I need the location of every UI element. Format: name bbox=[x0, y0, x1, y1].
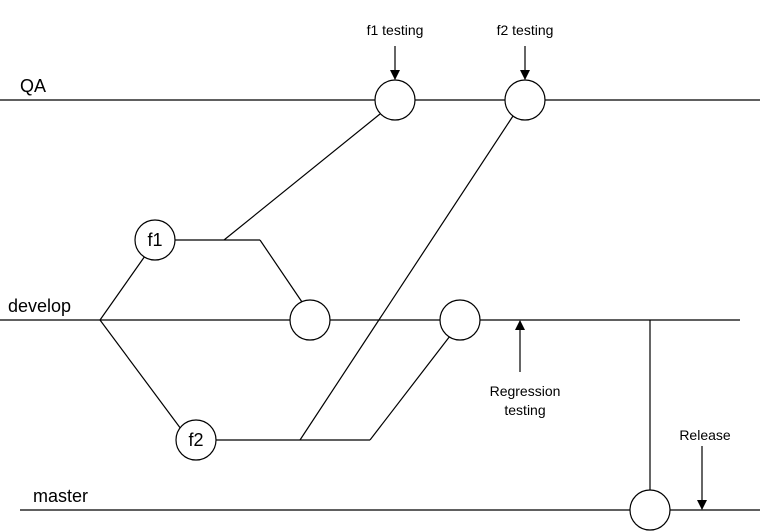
branch-develop-to-f2 bbox=[99, 319, 182, 430]
f2-merge-to-develop-edge bbox=[369, 335, 451, 441]
master-lane-label: master bbox=[33, 486, 88, 506]
master-node-release bbox=[629, 489, 671, 531]
develop-node-merge-f2 bbox=[439, 299, 481, 341]
f1-merge-to-develop-edge bbox=[259, 239, 303, 303]
qa-node-f1 bbox=[374, 79, 416, 121]
release-label: Release bbox=[679, 427, 731, 443]
develop-node-merge-f1 bbox=[289, 299, 331, 341]
develop-lane-label: develop bbox=[8, 296, 71, 316]
qa-lane-label: QA bbox=[20, 76, 46, 96]
regression-label-line2: testing bbox=[504, 402, 545, 418]
f1-node-label: f1 bbox=[147, 230, 162, 250]
f2-node bbox=[175, 419, 217, 461]
f2-testing-label: f2 testing bbox=[497, 22, 554, 38]
f2-node-label: f2 bbox=[188, 430, 203, 450]
qa-node-f2 bbox=[504, 79, 546, 121]
f1-to-qa-edge bbox=[223, 113, 381, 241]
f2-to-qa-edge bbox=[299, 115, 514, 441]
regression-label-line1: Regression bbox=[490, 383, 561, 399]
f1-testing-label: f1 testing bbox=[367, 22, 424, 38]
f1-node bbox=[134, 219, 176, 261]
branch-develop-to-f1 bbox=[99, 255, 146, 321]
